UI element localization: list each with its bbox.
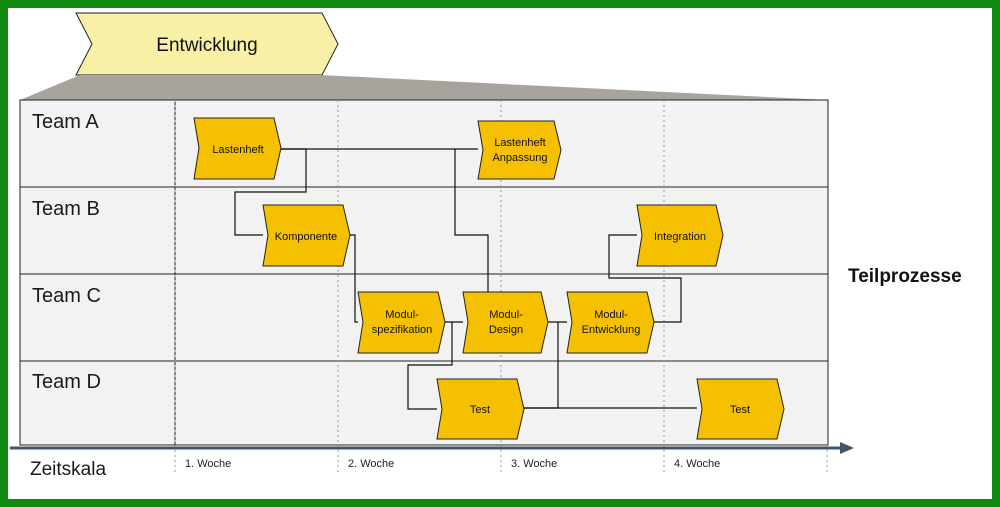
process-test-1-line-1: Test [470, 404, 490, 416]
week-label-3: 3. Woche [511, 458, 557, 470]
lane-team-a [19, 99, 829, 188]
process-test-2-line-1: Test [730, 404, 750, 416]
process-lastenheft-anpassung-line-2: Anpassung [492, 152, 547, 164]
process-integration[interactable]: Integration [636, 204, 724, 267]
process-connectors [234, 148, 697, 410]
process-modul-design-line-2: Design [489, 324, 523, 336]
process-modul-entwicklung-line-1: Modul- [594, 309, 628, 321]
lane-label-team-c: Team C [32, 285, 101, 307]
process-modul-entwicklung-line-2: Entwicklung [582, 324, 641, 336]
week-label-2: 2. Woche [348, 458, 394, 470]
process-modul-entwicklung[interactable]: Modul- Entwicklung [566, 291, 655, 354]
lane-label-team-d: Team D [32, 371, 101, 393]
process-modul-design-line-1: Modul- [489, 309, 523, 321]
phase-expansion-trapezoid [20, 75, 828, 100]
timeline-label: Zeitskala [30, 459, 106, 480]
side-label: Teilprozesse [848, 266, 962, 287]
process-komponente-line-1: Komponente [275, 231, 337, 243]
process-test-2[interactable]: Test [696, 378, 785, 440]
process-modul-design[interactable]: Modul- Design [462, 291, 549, 354]
process-integration-line-1: Integration [654, 231, 706, 243]
process-lastenheft-line-1: Lastenheft [212, 144, 263, 156]
lane-label-team-a: Team A [32, 111, 99, 133]
process-lastenheft[interactable]: Lastenheft [193, 117, 282, 180]
lane-team-d [19, 360, 829, 446]
process-lastenheft-anpassung-line-1: Lastenheft [494, 137, 545, 149]
process-modul-spezifikation-line-2: spezifikation [372, 324, 433, 336]
week-label-4: 4. Woche [674, 458, 720, 470]
process-lastenheft-anpassung[interactable]: Lastenheft Anpassung [477, 120, 562, 180]
lane-label-team-b: Team B [32, 198, 100, 220]
phase-chevron[interactable] [75, 12, 339, 76]
time-axis-arrow [10, 442, 854, 454]
phase-label: Entwicklung [156, 35, 257, 56]
week-label-1: 1. Woche [185, 458, 231, 470]
process-modul-spezifikation-line-1: Modul- [385, 309, 419, 321]
process-modul-spezifikation[interactable]: Modul- spezifikation [357, 291, 446, 354]
process-test-1[interactable]: Test [436, 378, 525, 440]
process-komponente[interactable]: Komponente [262, 204, 351, 267]
